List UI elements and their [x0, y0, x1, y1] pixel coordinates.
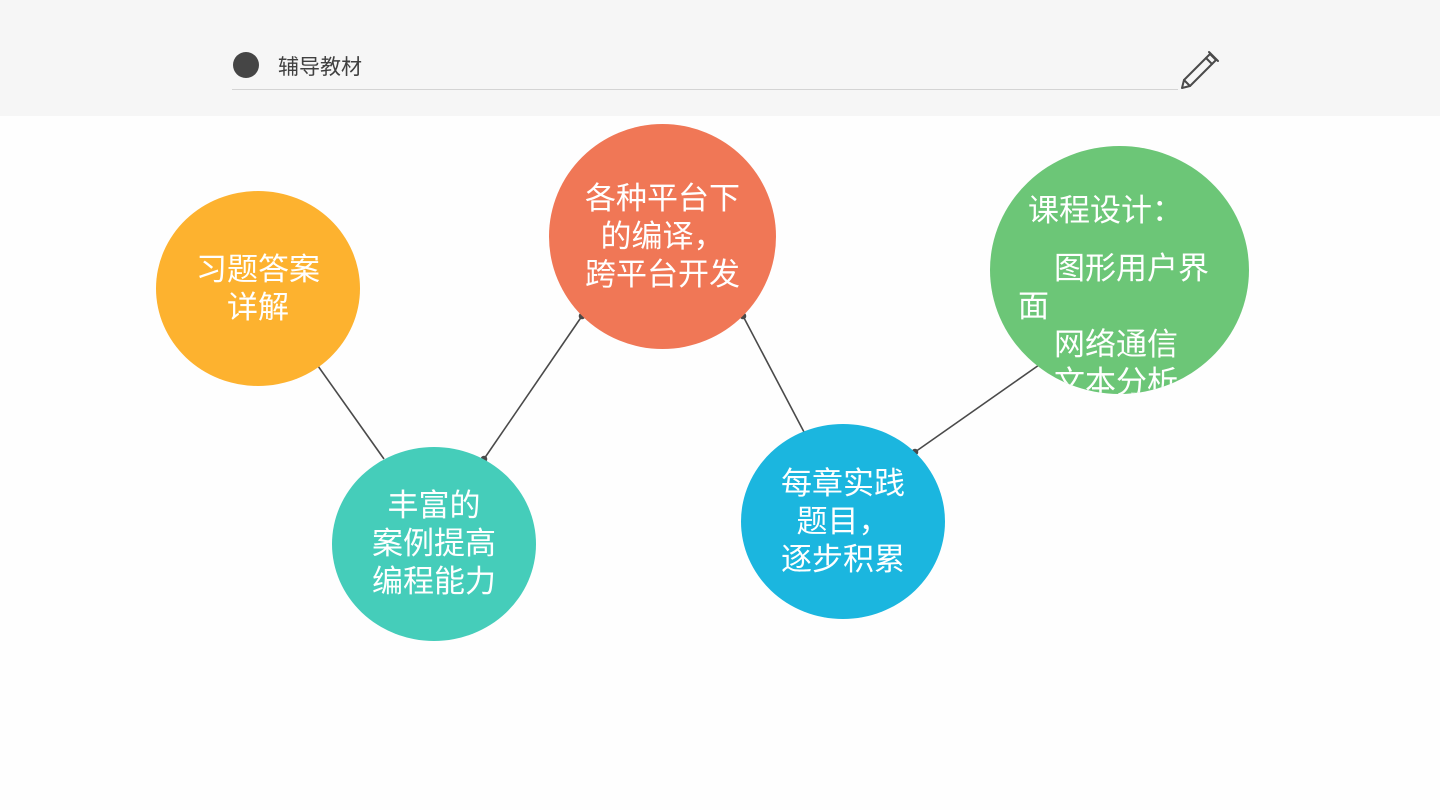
header-divider [232, 89, 1178, 90]
connector-practice-course [914, 364, 1040, 453]
node-practice: 每章实践 题目， 逐步积累 [741, 424, 945, 619]
node-answers: 习题答案 详解 [156, 191, 360, 386]
node-cases: 丰富的 案例提高 编程能力 [332, 447, 536, 641]
node-course-design-item: 网络通信 [1054, 327, 1178, 363]
pen-icon [1181, 51, 1219, 89]
node-answers-label: 习题答案 详解 [196, 251, 320, 326]
connector-answers-cases [317, 365, 385, 460]
node-practice-label: 每章实践 题目， 逐步积累 [781, 465, 905, 578]
node-course-design-item: 图形用户界面 [1018, 251, 1209, 325]
node-course-design: 课程设计： 图形用户界面 网络通信 文本分析 [990, 146, 1249, 394]
circle-bullet-icon [233, 52, 259, 78]
header-bar: 辅导教材 [0, 0, 1440, 116]
node-platforms: 各种平台下 的编译， 跨平台开发 [549, 124, 776, 349]
connector-platforms-practice [742, 315, 805, 433]
node-platforms-label: 各种平台下 的编译， 跨平台开发 [585, 180, 740, 293]
page-title: 辅导教材 [278, 55, 362, 79]
node-cases-label: 丰富的 案例提高 编程能力 [372, 488, 496, 600]
node-course-design-title: 课程设计： [1028, 193, 1183, 229]
connector-cases-platforms [483, 315, 583, 460]
